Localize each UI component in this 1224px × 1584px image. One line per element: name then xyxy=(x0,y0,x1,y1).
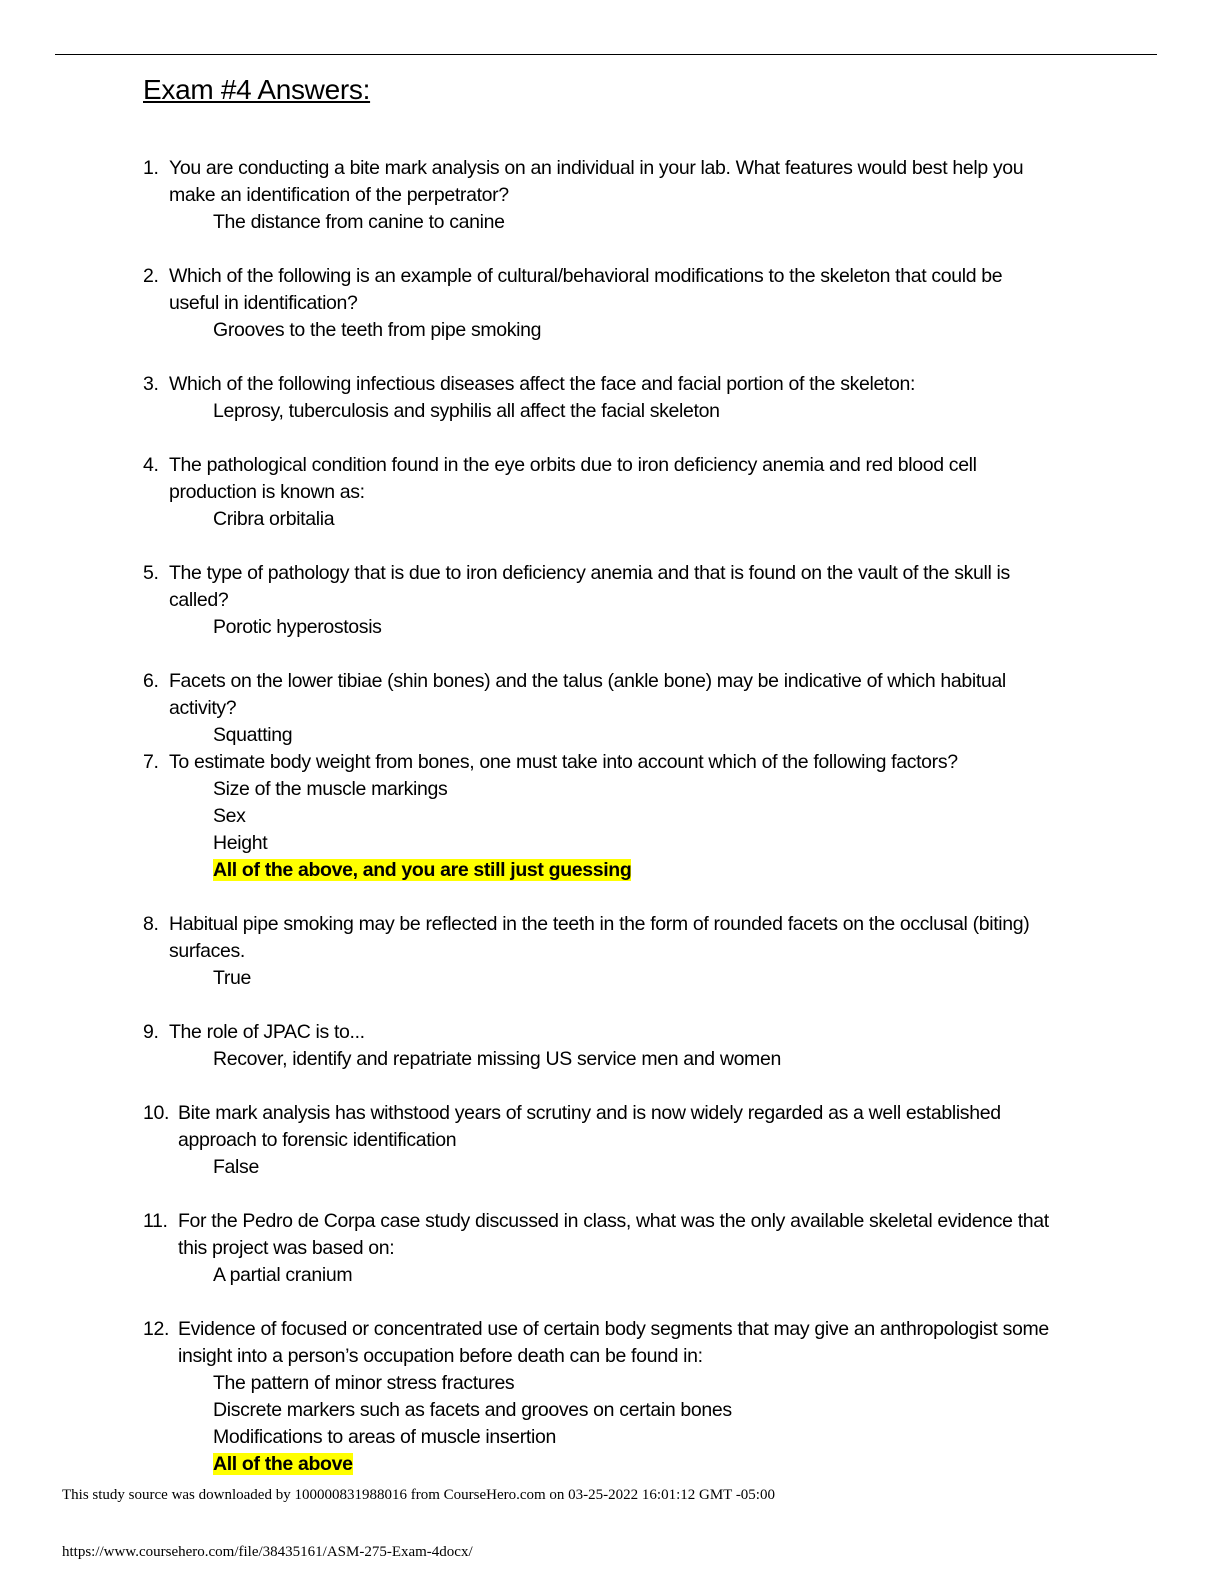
answer-line: Discrete markers such as facets and groo… xyxy=(143,1397,1143,1424)
question-text-line: Which of the following is an example of … xyxy=(169,265,1003,287)
header-rule xyxy=(55,54,1157,55)
answer-line: Cribra orbitalia xyxy=(143,506,1143,533)
answer-line: Recover, identify and repatriate missing… xyxy=(143,1046,1143,1073)
question-text-line: The role of JPAC is to... xyxy=(169,1021,365,1043)
question-number: 6. xyxy=(143,670,159,692)
answer-text: Porotic hyperostosis xyxy=(213,616,382,638)
question-item: 9. The role of JPAC is to... Recover, iden… xyxy=(143,1019,1143,1073)
highlighted-answer: All of the above, and you are still just… xyxy=(213,859,632,881)
question-item: 7. To estimate body weight from bones, on… xyxy=(143,749,1143,884)
question-item: 6. Facets on the lower tibiae (shin bones… xyxy=(143,668,1143,749)
answer-text: Grooves to the teeth from pipe smoking xyxy=(213,319,542,341)
highlighted-answer: All of the above xyxy=(213,1453,353,1475)
answer-line: Height xyxy=(143,830,1143,857)
question-number: 2. xyxy=(143,265,159,287)
question-item: 8. Habitual pipe smoking may be reflected… xyxy=(143,911,1143,992)
question-text-line: Evidence of focused or concentrated use … xyxy=(178,1318,1049,1340)
answer-text: True xyxy=(213,967,251,989)
question-text-line: this project was based on: xyxy=(178,1237,395,1259)
answer-text: Leprosy, tuberculosis and syphilis all a… xyxy=(213,400,720,422)
question-text-line: Which of the following infectious diseas… xyxy=(169,373,916,395)
question-text-line: The type of pathology that is due to iro… xyxy=(169,562,1010,584)
answer-line: Modifications to areas of muscle inserti… xyxy=(143,1424,1143,1451)
answer-text: Recover, identify and repatriate missing… xyxy=(213,1048,781,1070)
question-text-line: surfaces. xyxy=(169,940,245,962)
answer-line: A partial cranium xyxy=(143,1262,1143,1289)
question-number: 3. xyxy=(143,373,159,395)
question-text-line: activity? xyxy=(169,697,237,719)
question-item: 12. Evidence of focused or concentrated u… xyxy=(143,1316,1143,1478)
answer-text: Sex xyxy=(213,805,246,827)
question-list: 1. You are conducting a bite mark analysi… xyxy=(143,155,1143,1505)
answer-line: Porotic hyperostosis xyxy=(143,614,1143,641)
answer-text: The pattern of minor stress fractures xyxy=(213,1372,515,1394)
answer-text: Height xyxy=(213,832,268,854)
question-number: 9. xyxy=(143,1021,159,1043)
answer-line: False xyxy=(143,1154,1143,1181)
download-note: This study source was downloaded by 1000… xyxy=(62,1487,775,1503)
question-number: 5. xyxy=(143,562,159,584)
question-text-line: approach to forensic identification xyxy=(178,1129,457,1151)
question-item: 11. For the Pedro de Corpa case study dis… xyxy=(143,1208,1143,1289)
question-text-line: called? xyxy=(169,589,229,611)
question-number: 4. xyxy=(143,454,159,476)
question-number: 1. xyxy=(143,157,159,179)
answer-text: Discrete markers such as facets and groo… xyxy=(213,1399,732,1421)
question-text-line: For the Pedro de Corpa case study discus… xyxy=(178,1210,1049,1232)
answer-text: Cribra orbitalia xyxy=(213,508,335,530)
question-number: 11. xyxy=(143,1210,168,1232)
answer-text: Modifications to areas of muscle inserti… xyxy=(213,1426,556,1448)
question-text-line: Facets on the lower tibiae (shin bones) … xyxy=(169,670,1006,692)
answer-line: Leprosy, tuberculosis and syphilis all a… xyxy=(143,398,1143,425)
question-item: 2. Which of the following is an example o… xyxy=(143,263,1143,344)
question-item: 1. You are conducting a bite mark analysi… xyxy=(143,155,1143,236)
question-text-line: Bite mark analysis has withstood years o… xyxy=(178,1102,1001,1124)
question-number: 7. xyxy=(143,751,159,773)
question-number: 8. xyxy=(143,913,159,935)
question-text-line: You are conducting a bite mark analysis … xyxy=(169,157,1024,179)
answer-line: True xyxy=(143,965,1143,992)
question-text-line: Habitual pipe smoking may be reflected i… xyxy=(169,913,1030,935)
answer-line: The distance from canine to canine xyxy=(143,209,1143,236)
answer-line: The pattern of minor stress fractures xyxy=(143,1370,1143,1397)
answer-line: All of the above xyxy=(143,1451,1143,1478)
question-item: 5. The type of pathology that is due to i… xyxy=(143,560,1143,641)
answer-text: A partial cranium xyxy=(213,1264,353,1286)
answer-text: Size of the muscle markings xyxy=(213,778,448,800)
question-text-line: make an identification of the perpetrato… xyxy=(169,184,509,206)
question-text-line: insight into a person’s occupation befor… xyxy=(178,1345,703,1367)
question-number: 10. xyxy=(143,1102,170,1124)
answer-line: Squatting xyxy=(143,722,1143,749)
answer-text: Squatting xyxy=(213,724,293,746)
source-url[interactable]: https://www.coursehero.com/file/38435161… xyxy=(62,1544,473,1560)
question-text-line: The pathological condition found in the … xyxy=(169,454,977,476)
answer-text: False xyxy=(213,1156,259,1178)
question-text-line: production is known as: xyxy=(169,481,365,503)
page-title: Exam #4 Answers: xyxy=(143,74,371,105)
answer-line: All of the above, and you are still just… xyxy=(143,857,1143,884)
question-text-line: To estimate body weight from bones, one … xyxy=(169,751,958,773)
question-number: 12. xyxy=(143,1318,170,1340)
question-item: 4. The pathological condition found in th… xyxy=(143,452,1143,533)
question-item: 10. Bite mark analysis has withstood year… xyxy=(143,1100,1143,1181)
answer-text: The distance from canine to canine xyxy=(213,211,505,233)
answer-line: Grooves to the teeth from pipe smoking xyxy=(143,317,1143,344)
question-item: 3. Which of the following infectious dise… xyxy=(143,371,1143,425)
answer-line: Sex xyxy=(143,803,1143,830)
question-text-line: useful in identification? xyxy=(169,292,358,314)
answer-line: Size of the muscle markings xyxy=(143,776,1143,803)
